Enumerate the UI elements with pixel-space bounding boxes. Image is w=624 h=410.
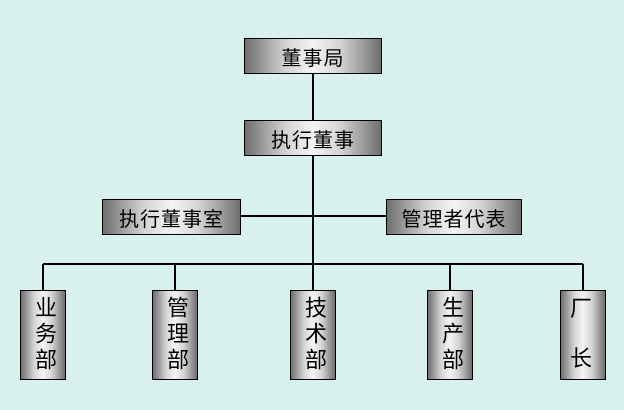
- executive-office-box: 执行董事室: [102, 199, 241, 235]
- department-technical: 技术部: [290, 290, 336, 380]
- department-management: 管理部: [152, 290, 198, 380]
- department-factory-director: 厂长: [560, 290, 606, 380]
- management-rep-box: 管理者代表: [386, 199, 522, 235]
- board-box: 董事局: [244, 38, 382, 74]
- department-label-char: 长: [569, 347, 596, 372]
- department-label-char: 厂: [569, 297, 596, 322]
- department-production: 生产部: [427, 290, 473, 380]
- department-business: 业务部: [20, 290, 66, 380]
- executive-director-box: 执行董事: [244, 120, 382, 156]
